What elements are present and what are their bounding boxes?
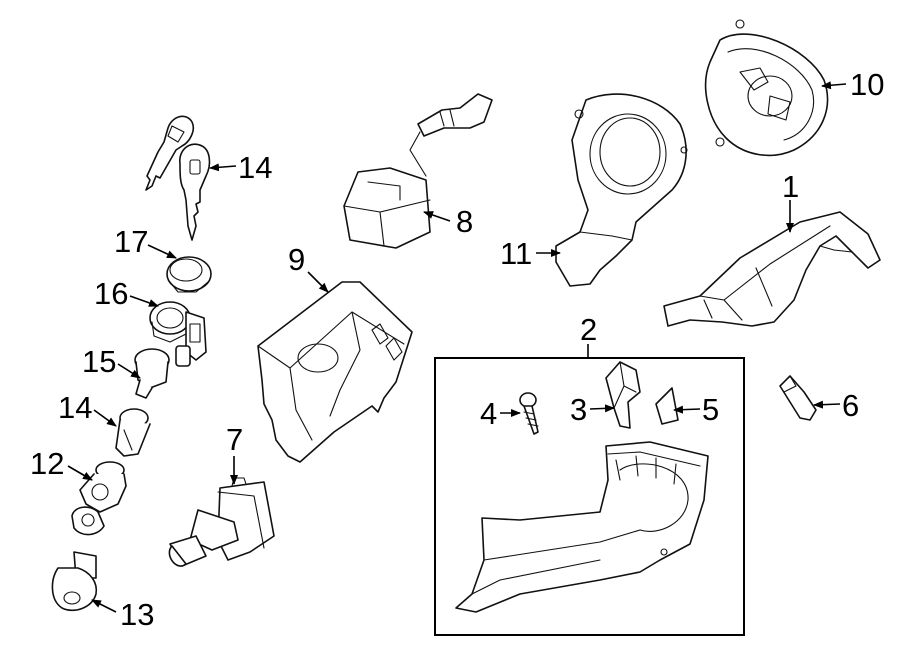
callout-16: 16 [94, 276, 128, 311]
part-upper-shroud [663, 211, 881, 327]
callout-11: 11 [500, 236, 532, 271]
group-box [434, 357, 745, 636]
callout-13: 13 [120, 597, 154, 632]
callout-12: 12 [30, 446, 64, 481]
part-lock-ring [166, 256, 212, 293]
callout-3: 3 [570, 392, 587, 427]
part-clock-spring [555, 93, 688, 287]
part-keys [145, 115, 211, 241]
callouts: 14 17 16 15 14 12 13 8 9 7 11 10 1 2 4 3… [30, 67, 884, 632]
leader-lines [67, 81, 847, 613]
callout-7: 7 [226, 422, 243, 457]
part-switch [51, 551, 98, 612]
part-pad [655, 387, 679, 425]
callout-8: 8 [456, 204, 473, 239]
part-lower-shroud [455, 441, 709, 613]
callout-6: 6 [842, 388, 859, 423]
part-bulb [779, 375, 817, 421]
callout-14-top: 14 [238, 150, 272, 185]
callout-10: 10 [850, 67, 884, 102]
callout-1: 1 [782, 169, 799, 204]
callout-17: 17 [114, 224, 148, 259]
part-cylinder-body [115, 408, 151, 457]
callout-2: 2 [580, 312, 597, 347]
callout-4: 4 [480, 396, 497, 431]
part-ignition-switch [71, 461, 127, 536]
part-turn-signal-switch [343, 93, 493, 249]
callout-15: 15 [82, 344, 116, 379]
part-screw [519, 392, 539, 435]
part-bracket [257, 281, 413, 463]
part-airbag-clockspring [704, 19, 829, 157]
part-lock-cylinder [134, 345, 191, 399]
callout-9: 9 [288, 242, 305, 277]
callout-14-lower: 14 [58, 390, 92, 425]
part-clip [605, 361, 641, 429]
callout-5: 5 [702, 392, 719, 427]
part-wiper-switch [168, 477, 275, 567]
